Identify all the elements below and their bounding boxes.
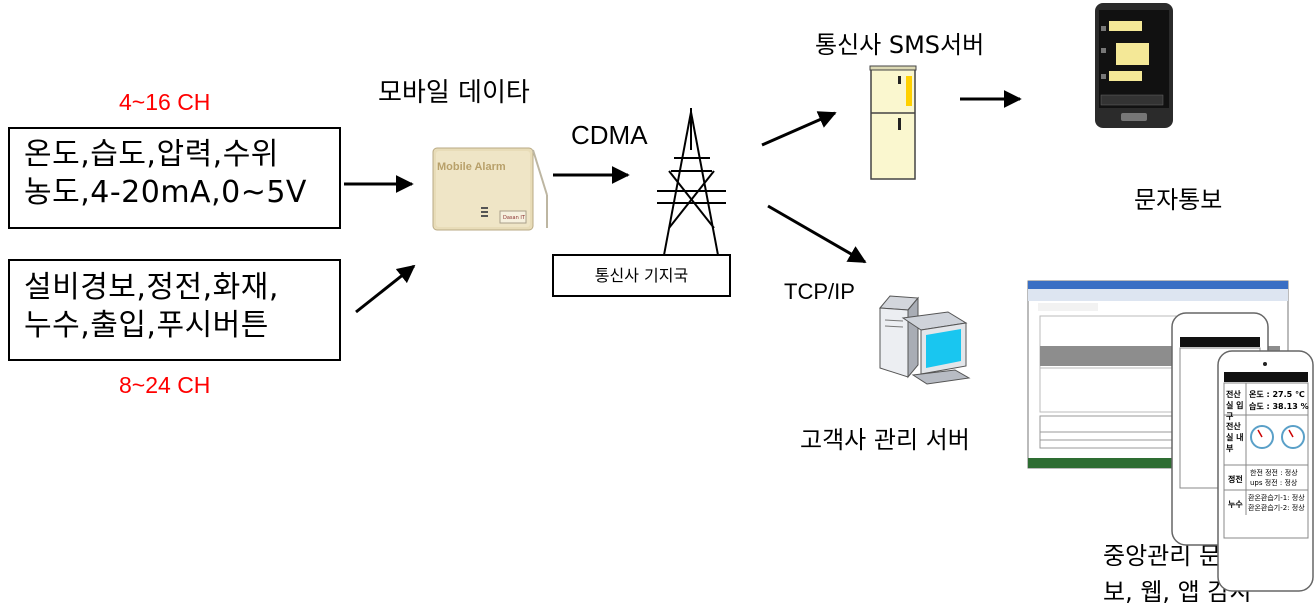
transmission-tower-icon: [657, 108, 726, 256]
base-station-box: 통신사 기지국: [552, 254, 731, 297]
svg-text:Dasan IT: Dasan IT: [503, 215, 526, 221]
app-hum-reading: 습도 : 38.13 %: [1249, 402, 1309, 411]
app-room-out-label: 전산실 내부: [1226, 422, 1244, 453]
device-brand-label: Mobile Alarm: [437, 161, 506, 173]
sms-server-icon: [869, 65, 917, 180]
analog-input-line-2: 농도,4-20mA,0~5V: [24, 175, 307, 210]
app-power-state: 한전 정전 : 정상: [1250, 469, 1298, 477]
analog-input-box: 온도,습도,압력,수위 농도,4-20mA,0~5V: [8, 127, 341, 229]
customer-server-label: 고객사 관리 서버: [800, 426, 970, 454]
sms-server-label: 통신사 SMS서버: [815, 31, 985, 59]
app-power-label: 정전: [1228, 475, 1243, 484]
analog-channel-count: 4~16 CH: [119, 89, 211, 115]
mobile-data-title: 모바일 데이타: [378, 78, 530, 108]
app-ups-state: ups 정전 : 정상: [1250, 479, 1298, 487]
cdma-label: CDMA: [571, 120, 648, 150]
phone-mockup-front: [1217, 350, 1314, 592]
arrow-tower-to-sms: [761, 111, 837, 147]
digital-input-box: 설비경보,정전,화재, 누수,출입,푸시버튼: [8, 259, 341, 361]
arrow-tower-to-tcp: [767, 204, 867, 264]
digital-channel-count: 8~24 CH: [119, 372, 211, 398]
tcp-ip-label: TCP/IP: [784, 279, 855, 304]
customer-pc-icon: [878, 295, 971, 385]
app-leak-label: 누수: [1228, 500, 1243, 509]
app-temp-reading: 온도 : 27.5 ℃: [1249, 390, 1305, 399]
app-fan1-state: 환온환습기-1: 정상: [1248, 494, 1305, 502]
base-station-label: 통신사 기지국: [594, 266, 689, 285]
analog-input-line-1: 온도,습도,압력,수위: [24, 137, 279, 172]
app-fan2-state: 환온환습기-2: 정상: [1248, 504, 1305, 512]
digital-input-line-1: 설비경보,정전,화재,: [24, 270, 279, 305]
mobile-alarm-device-icon: Dasan IT: [432, 147, 548, 231]
smartphone-icon: [1095, 3, 1173, 128]
sms-notice-label: 문자통보: [1134, 186, 1223, 214]
arrow-digital-to-device: [355, 264, 416, 314]
app-room-in-label: 전산실 입구: [1226, 390, 1244, 421]
digital-input-line-2: 누수,출입,푸시버튼: [24, 308, 269, 343]
